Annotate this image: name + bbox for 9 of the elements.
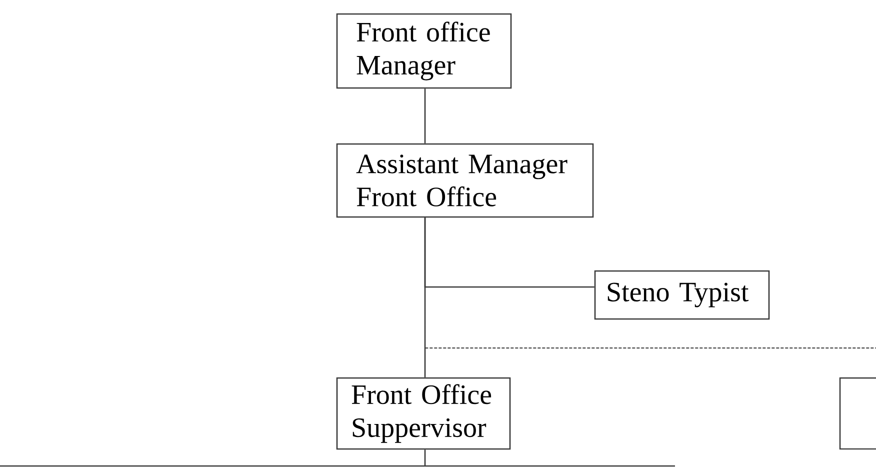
connector-line (424, 218, 594, 288)
empty-box (839, 377, 876, 450)
position-box: Steno Typist (594, 270, 770, 320)
dashed-line (424, 217, 876, 348)
connector-line (424, 88, 426, 144)
position-box: Front Office Suppervisor (336, 377, 511, 450)
connector-line (0, 448, 676, 468)
position-box: Front office Manager (336, 13, 512, 89)
position-box: Assistant Manager Front Office (336, 143, 594, 218)
